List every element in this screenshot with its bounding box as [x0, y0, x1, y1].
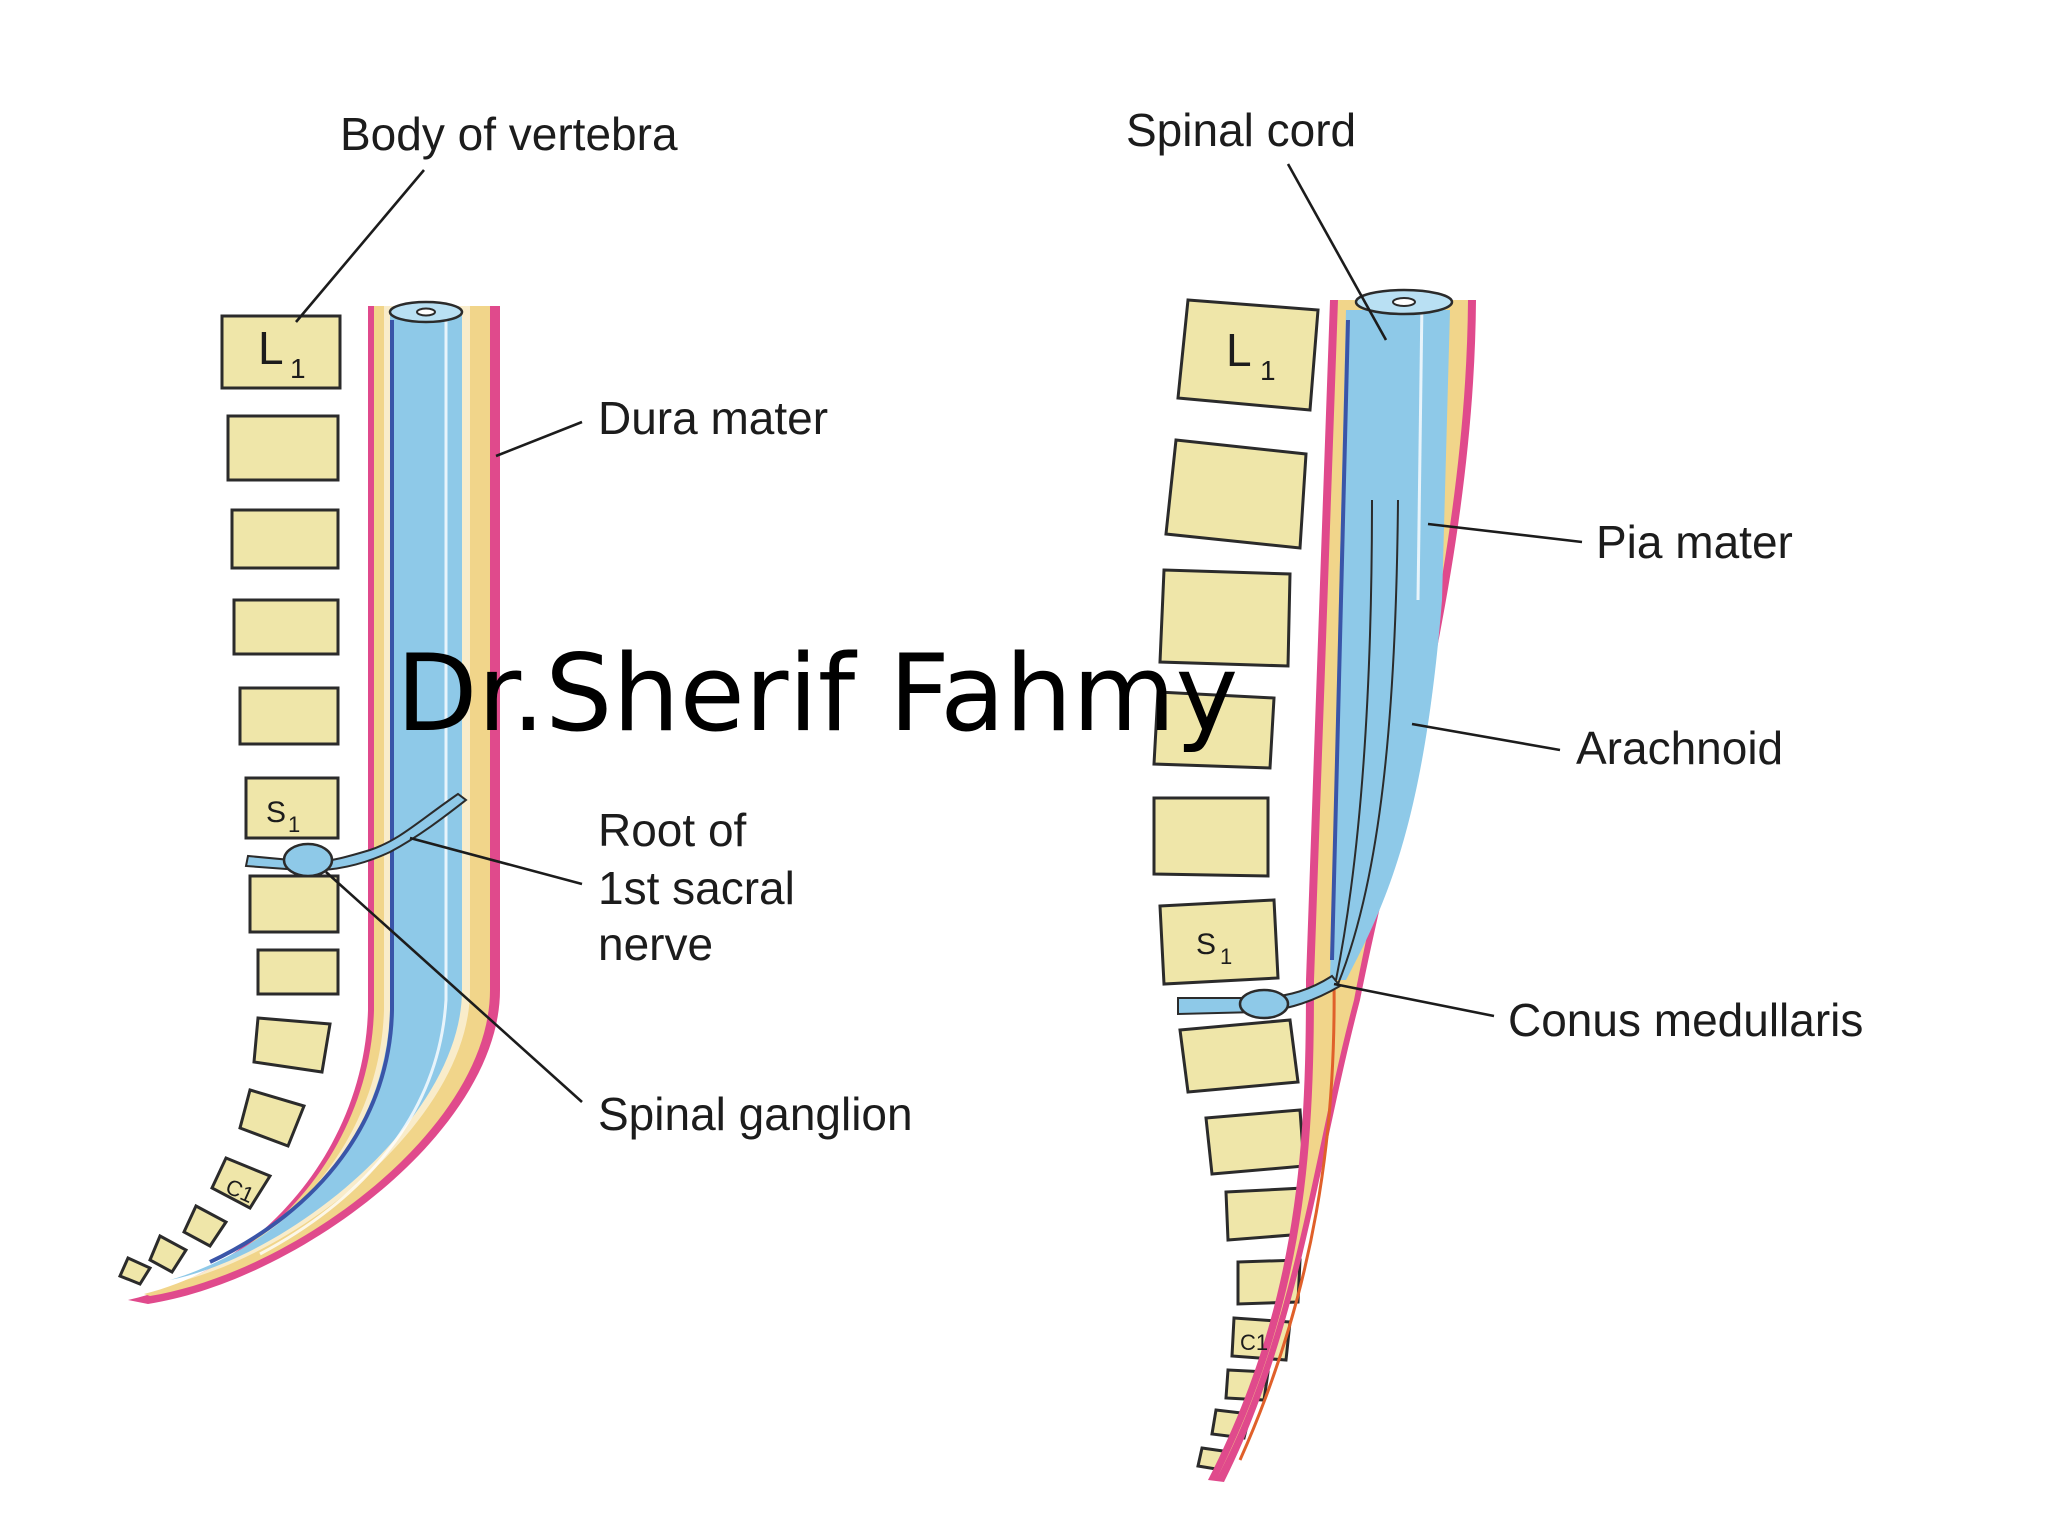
leader-body-of-vertebra	[295, 169, 425, 323]
right-vertebra-s2	[1178, 1018, 1300, 1094]
label-body-of-vertebra: Body of vertebra	[340, 108, 678, 160]
left-vertebra-s1	[244, 776, 340, 840]
leader-spinal-cord	[1286, 163, 1388, 341]
right-panel: L 1 S 1 C1 Spinal cord Pia mater Arachno…	[1126, 104, 1863, 1482]
left-vertebra-s4	[252, 1016, 332, 1074]
label-spinal-cord: Spinal cord	[1126, 104, 1356, 156]
right-cord-edge-line	[1330, 319, 1350, 961]
leader-dura-mater	[495, 420, 583, 458]
right-filum-line	[1238, 979, 1336, 1461]
left-vertebra-c2	[182, 1203, 229, 1248]
right-spinal-cord	[1330, 310, 1450, 980]
label-spinal-ganglion: Spinal ganglion	[598, 1088, 913, 1140]
right-sacral-root	[1177, 974, 1342, 1016]
left-panel: L 1 S 1 C1 Body of vertebra Dura mater R…	[117, 108, 913, 1304]
left-central-canal	[416, 307, 436, 317]
leader-root-of-sacral-nerve	[409, 836, 583, 886]
right-s1-letter: S	[1196, 928, 1216, 961]
label-pia-mater: Pia mater	[1596, 516, 1793, 568]
label-dura-mater: Dura mater	[598, 392, 828, 444]
right-c1-mark: C1	[1240, 1330, 1268, 1355]
right-vertebra-3	[1158, 568, 1292, 668]
right-vertebra-s1	[1158, 898, 1280, 986]
left-s1-letter: S	[266, 796, 286, 829]
right-vertebra-5	[1152, 796, 1270, 878]
left-vertebra-4	[232, 598, 340, 656]
left-spinal-ganglion	[282, 842, 334, 878]
left-l1-subscript: 1	[290, 353, 306, 384]
right-vertebral-column	[1152, 298, 1320, 1472]
label-root-line-1: Root of	[598, 804, 747, 856]
left-vertebra-3	[230, 508, 340, 570]
label-root-line-3: nerve	[598, 918, 713, 970]
left-root-of-sacral-nerve	[244, 792, 468, 872]
left-vertebra-s3	[256, 948, 340, 996]
left-s1-subscript: 1	[288, 812, 300, 837]
right-l1-subscript: 1	[1260, 355, 1276, 386]
left-vertebral-column	[117, 314, 342, 1286]
left-cord-edge-line	[209, 320, 394, 1264]
left-vertebra-c1	[210, 1156, 273, 1210]
left-meninges	[128, 300, 500, 1304]
left-vertebra-5	[238, 686, 340, 746]
left-vertebra-l1	[220, 314, 342, 390]
left-vertebra-2	[226, 414, 340, 482]
right-meninges	[1177, 288, 1476, 1482]
left-cord-highlight	[259, 320, 448, 1256]
watermark-text: Dr.Sherif Fahmy	[396, 632, 1238, 755]
right-cord-highlight	[1416, 299, 1424, 601]
left-vertebra-c3	[148, 1233, 189, 1274]
right-vertebra-4	[1152, 690, 1276, 770]
left-vertebra-s2	[248, 874, 340, 934]
right-spinal-ganglion	[1238, 988, 1290, 1020]
label-root-line-2: 1st sacral	[598, 862, 795, 914]
label-arachnoid: Arachnoid	[1576, 722, 1783, 774]
right-nerve-root-2	[1337, 499, 1399, 985]
leader-arachnoid	[1411, 722, 1561, 752]
right-central-canal	[1392, 297, 1416, 307]
left-vertebra-c4	[117, 1256, 153, 1286]
leader-conus-medullaris	[1333, 982, 1495, 1018]
right-l1-letter: L	[1226, 324, 1252, 376]
left-l1-letter: L	[258, 322, 284, 374]
leader-spinal-ganglion	[325, 871, 583, 1103]
left-vertebra-s5	[238, 1088, 307, 1148]
left-sacral-root	[244, 792, 468, 878]
right-vertebra-2	[1164, 438, 1308, 550]
right-s1-subscript: 1	[1220, 944, 1232, 969]
right-vertebra-s3	[1204, 1108, 1306, 1176]
label-conus-medullaris: Conus medullaris	[1508, 994, 1863, 1046]
right-vertebra-l1	[1176, 298, 1320, 412]
right-nerve-root-1	[1335, 499, 1373, 981]
leader-pia-mater	[1427, 522, 1583, 544]
